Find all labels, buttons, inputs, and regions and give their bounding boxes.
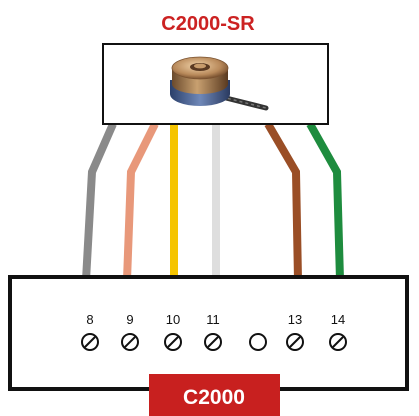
terminal-label: 13 [288,312,302,327]
screw-terminal-icon [204,333,222,351]
screw-terminal-icon [121,333,139,351]
terminal-label: 8 [86,312,93,327]
terminal-label: 9 [126,312,133,327]
terminal-screws [81,333,347,351]
controller-badge [149,374,280,416]
controller-box [8,275,409,391]
sensor-title: C2000-SR [161,13,255,35]
wire-group [82,121,344,281]
wire-green [306,122,344,281]
screw-terminal-icon [164,333,182,351]
empty-terminal-icon [249,333,267,351]
screw-terminal-icon [286,333,304,351]
terminal-label: 11 [206,312,220,327]
wire-brown [264,121,302,281]
controller-label: C2000 [183,386,245,409]
screw-terminal-icon [329,333,347,351]
wire-gray [82,122,117,281]
load-cell-sensor-icon [170,56,269,111]
screw-terminal-icon [81,333,99,351]
terminal-labels: 8 9 10 11 13 14 [86,312,345,327]
terminal-label: 10 [166,312,180,327]
terminal-label: 14 [331,312,345,327]
wire-peach [123,122,159,281]
